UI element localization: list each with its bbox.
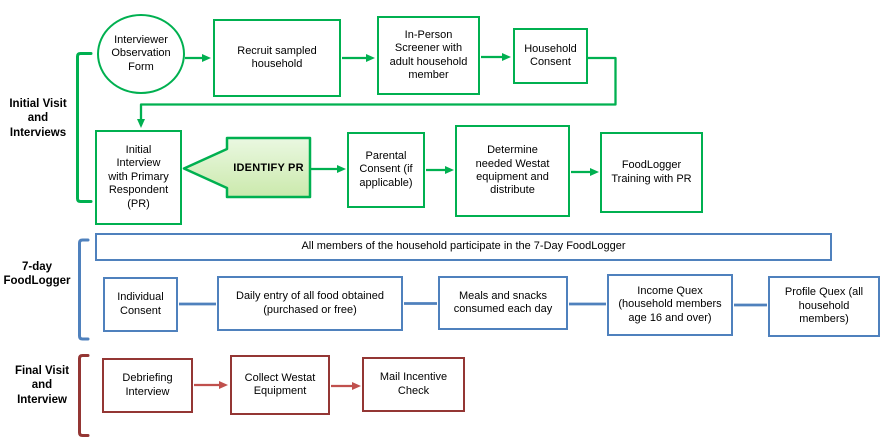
node-identify-pr-label: IDENTIFY PR <box>233 162 304 174</box>
identify-pr-block-arrow <box>182 136 312 199</box>
section-label-foodlogger: 7-day FoodLogger <box>3 261 71 288</box>
node-household-consent: Household Consent <box>513 28 588 84</box>
node-daily-entry: Daily entry of all food obtained (purcha… <box>217 276 403 331</box>
node-in-person-screener: In-Person Screener with adult household … <box>377 16 480 95</box>
node-recruit-sampled-household: Recruit sampled household <box>213 19 341 97</box>
node-profile-quex: Profile Quex (all household members) <box>768 276 880 337</box>
node-debriefing-interview: Debriefing Interview <box>102 358 193 413</box>
node-interviewer-observation-form: Interviewer Observation Form <box>97 14 185 94</box>
node-all-members-banner: All members of the household participate… <box>95 233 832 261</box>
bracket-foodlogger <box>78 238 90 341</box>
bracket-initial-visit <box>76 52 93 203</box>
arrow-consent-to-initial-interview <box>137 56 617 128</box>
node-parental-consent: Parental Consent (if applicable) <box>347 132 425 208</box>
node-individual-consent: Individual Consent <box>103 277 178 332</box>
node-foodlogger-training: FoodLogger Training with PR <box>600 132 703 213</box>
section-label-initial-visit: Initial Visit and Interviews <box>9 98 67 139</box>
node-income-quex: Income Quex (household members age 16 an… <box>607 274 733 336</box>
bracket-final-visit <box>78 354 90 437</box>
node-determine-equipment: Determine needed Westat equipment and di… <box>455 125 570 217</box>
section-label-final-visit: Final Visit and Interview <box>14 365 70 406</box>
node-meals-snacks: Meals and snacks consumed each day <box>438 276 568 330</box>
node-collect-westat-equipment: Collect Westat Equipment <box>230 355 330 415</box>
node-mail-incentive-check: Mail Incentive Check <box>362 357 465 412</box>
node-initial-interview-pr: Initial Interview with Primary Responden… <box>95 130 182 225</box>
